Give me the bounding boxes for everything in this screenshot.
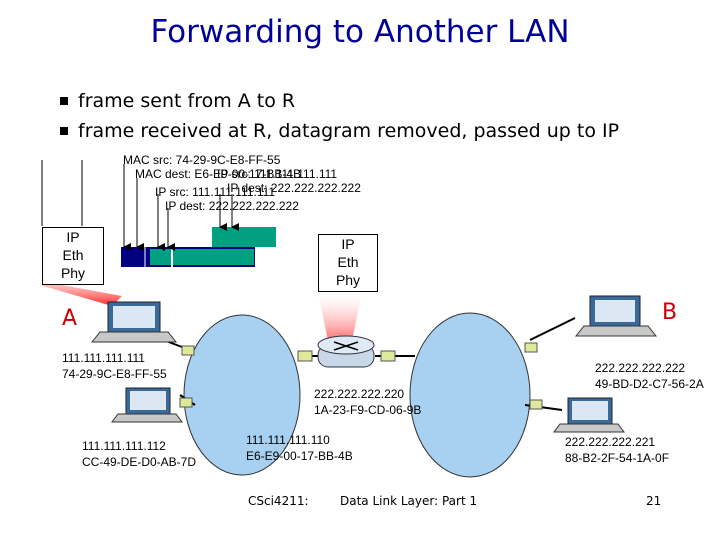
page-number: 21: [646, 494, 662, 508]
ip-dest-label: IP dest: 222.222.222.222: [165, 199, 299, 213]
stack-layer-ip: IP: [341, 236, 355, 252]
host-b2-ip: 222.222.222.221: [565, 435, 656, 449]
ip-src-overlap-label: IP src: 111.111.111.111: [217, 167, 338, 181]
host-b2-mac: 88-B2-2F-54-1A-0F: [565, 451, 670, 465]
stack-layer-phy: Phy: [335, 272, 361, 288]
host-b-mac: 49-BD-D2-C7-56-2A: [595, 377, 704, 391]
frame-ip-inner: [150, 249, 254, 265]
router-left-ip: 111.111.111.110: [246, 433, 330, 447]
host-a2-computer-icon: [111, 387, 183, 423]
stack-layer-ip: IP: [66, 229, 80, 245]
host-b2-address: 222.222.222.221 88-B2-2F-54-1A-0F: [565, 434, 669, 466]
host-a-address: 111.111.111.111 74-29-9C-E8-FF-55: [62, 350, 167, 382]
stack-layer-eth: Eth: [337, 254, 359, 270]
left-beam: [40, 285, 122, 306]
router-right-address: 222.222.222.220 1A-23-F9-CD-06-9B: [314, 386, 421, 418]
router-icon: [317, 335, 375, 368]
ip-src-label: IP src: 111.111.111.111: [155, 185, 276, 199]
footer-topic: Data Link Layer: Part 1: [340, 494, 478, 508]
router-right-mac: 1A-23-F9-CD-06-9B: [314, 403, 422, 417]
host-b-letter: B: [662, 300, 678, 325]
stack-layer-eth: Eth: [62, 247, 84, 263]
bullet-item: frame sent from A to R: [60, 86, 619, 116]
router-left-address: 111.111.111.110 E6-E9-00-17-BB-4B: [246, 432, 353, 464]
host-b-address: 222.222.222.222 49-BD-D2-C7-56-2A: [595, 360, 704, 392]
host-a-computer-icon: [90, 301, 178, 343]
host-a-mac: 74-29-9C-E8-FF-55: [62, 367, 167, 381]
bullet-square-icon: [60, 97, 68, 105]
protocol-stack-right: IP Eth Phy: [318, 234, 378, 292]
router-left-mac: E6-E9-00-17-BB-4B: [246, 449, 353, 463]
mac-dest-label: MAC dest: E6-E9-00-17-BB-4B: [135, 167, 302, 181]
bullet-square-icon: [60, 127, 68, 135]
host-b-computer-icon: [574, 295, 658, 337]
host-a-letter: A: [62, 306, 78, 331]
bullet-item: frame received at R, datagram removed, p…: [60, 116, 619, 146]
footer-course: CSci4211:: [248, 494, 309, 508]
lan-left: [183, 314, 301, 476]
host-a-ip: 111.111.111.111: [62, 351, 145, 365]
stack-layer-phy: Phy: [60, 265, 86, 281]
slide-title: Forwarding to Another LAN: [150, 14, 570, 50]
mac-src-label: MAC src: 74-29-9C-E8-FF-55: [123, 153, 281, 167]
router-left-interface: [297, 350, 313, 362]
router-right-interface: [380, 350, 396, 362]
router-right-ip: 222.222.222.220: [314, 387, 405, 401]
host-b2-computer-icon: [553, 397, 625, 433]
ip-datagram: [212, 227, 276, 247]
lan-right: [409, 312, 531, 478]
host-a2-address: 111.111.111.112 CC-49-DE-D0-AB-7D: [82, 438, 196, 470]
host-a2-mac: CC-49-DE-D0-AB-7D: [82, 455, 197, 469]
ip-dest-overlap-label: IP dest: 222.222.222.222: [227, 181, 361, 195]
bullet-list: frame sent from A to R frame received at…: [60, 86, 619, 146]
host-a2-ip: 111.111.111.112: [82, 439, 166, 453]
host-b-ip: 222.222.222.222: [595, 361, 686, 375]
protocol-stack-left: IP Eth Phy: [42, 227, 104, 285]
